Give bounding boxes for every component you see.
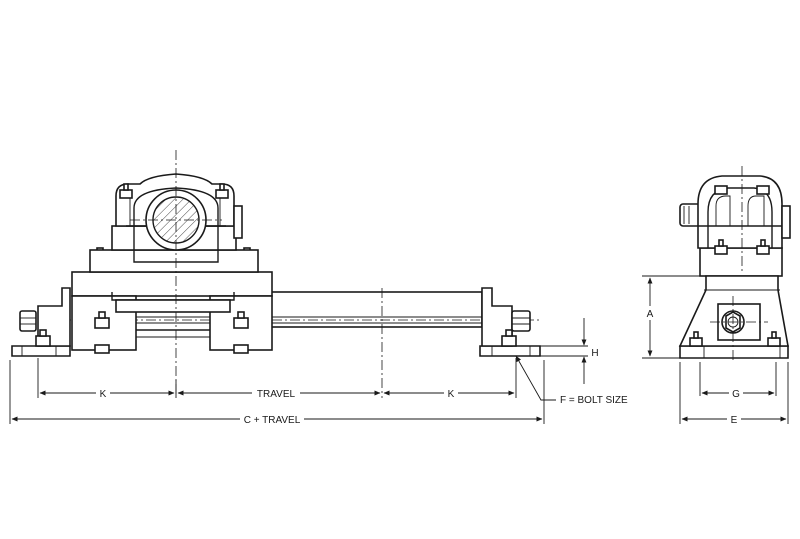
left-end-bracket	[11, 287, 71, 357]
screw-rod	[20, 291, 540, 328]
side-rod-nut	[710, 296, 768, 360]
dim-g: G	[732, 389, 740, 400]
right-rod-nut	[511, 310, 531, 332]
front-view	[11, 150, 541, 396]
dim-h: H	[591, 348, 598, 359]
side-shaft-stub	[679, 203, 701, 227]
side-pillow-block	[697, 166, 791, 277]
right-end-bracket	[479, 287, 541, 357]
shaft-section	[130, 150, 222, 396]
side-view	[678, 166, 791, 360]
dim-k-right: K	[448, 389, 455, 400]
dim-travel: TRAVEL	[257, 389, 296, 400]
side-dimensions: A G E	[642, 275, 789, 426]
dim-a: A	[647, 309, 654, 320]
left-rod-nut	[19, 310, 37, 332]
dim-c-plus-travel: C + TRAVEL	[244, 415, 301, 426]
sliding-frame	[71, 271, 273, 351]
dim-e: E	[731, 415, 738, 426]
dim-bolt-size: F = BOLT SIZE	[560, 395, 628, 406]
front-dimensions: K TRAVEL K C + TRAVEL H F = BOLT SIZE	[9, 288, 628, 426]
dim-k-left: K	[100, 389, 107, 400]
